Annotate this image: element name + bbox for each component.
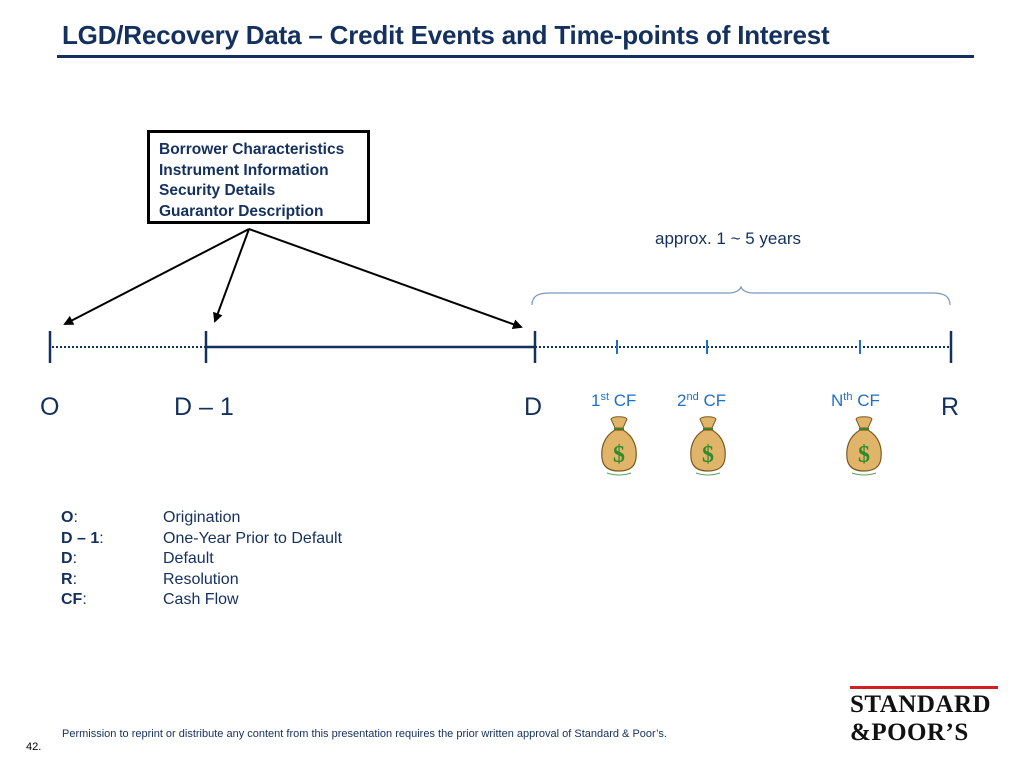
label-origination: O xyxy=(40,393,60,421)
recovery-period-brace xyxy=(531,285,951,306)
borrower-info-box: Borrower Characteristics Instrument Info… xyxy=(147,130,370,224)
info-box-line: Instrument Information xyxy=(159,161,329,179)
arrow-to-origination xyxy=(63,228,250,325)
label-cf-2: 2nd CF xyxy=(677,391,727,410)
recovery-period-label: approx. 1 ~ 5 years xyxy=(655,229,802,248)
info-box-line: Borrower Characteristics xyxy=(159,141,345,158)
svg-text:$: $ xyxy=(613,442,625,468)
legend-term: CF: xyxy=(61,591,87,608)
legend-description: Cash Flow xyxy=(163,591,239,608)
label-d-minus-1: D – 1 xyxy=(174,393,234,421)
legend-description: Default xyxy=(163,550,214,567)
legend-term: O: xyxy=(61,509,78,526)
standard-and-poors-logo: STANDARD &POOR’S xyxy=(850,686,998,747)
logo-line-1: STANDARD xyxy=(850,691,992,718)
arrow-to-d-minus-1 xyxy=(213,228,250,323)
copyright-notice: Permission to reprint or distribute any … xyxy=(62,728,667,740)
label-cf-1: 1st CF xyxy=(591,391,637,410)
arrow-to-default xyxy=(248,228,523,329)
legend-term: D – 1: xyxy=(61,529,104,547)
legend-description: Origination xyxy=(163,509,241,526)
info-box-line: Security Details xyxy=(159,182,276,199)
svg-text:$: $ xyxy=(702,442,714,468)
label-resolution: R xyxy=(941,393,960,421)
legend-term: D: xyxy=(61,550,78,567)
money-bag-icon: $ xyxy=(690,416,726,476)
title-underline xyxy=(57,55,974,58)
svg-text:$: $ xyxy=(858,442,870,468)
legend-term: R: xyxy=(61,570,78,588)
info-box-line: Guarantor Description xyxy=(159,202,324,220)
page-number: 42. xyxy=(26,741,42,753)
legend-description: Resolution xyxy=(163,570,239,588)
label-cf-n: Nth CF xyxy=(831,391,880,410)
slide-title: LGD/Recovery Data – Credit Events and Ti… xyxy=(62,20,830,50)
logo-rule xyxy=(850,686,998,689)
logo-line-2: &POOR’S xyxy=(850,719,969,746)
money-bag-icon: $ xyxy=(601,416,637,476)
label-default: D xyxy=(524,393,543,421)
legend-description: One-Year Prior to Default xyxy=(163,529,343,547)
money-bag-icon: $ xyxy=(846,416,882,476)
